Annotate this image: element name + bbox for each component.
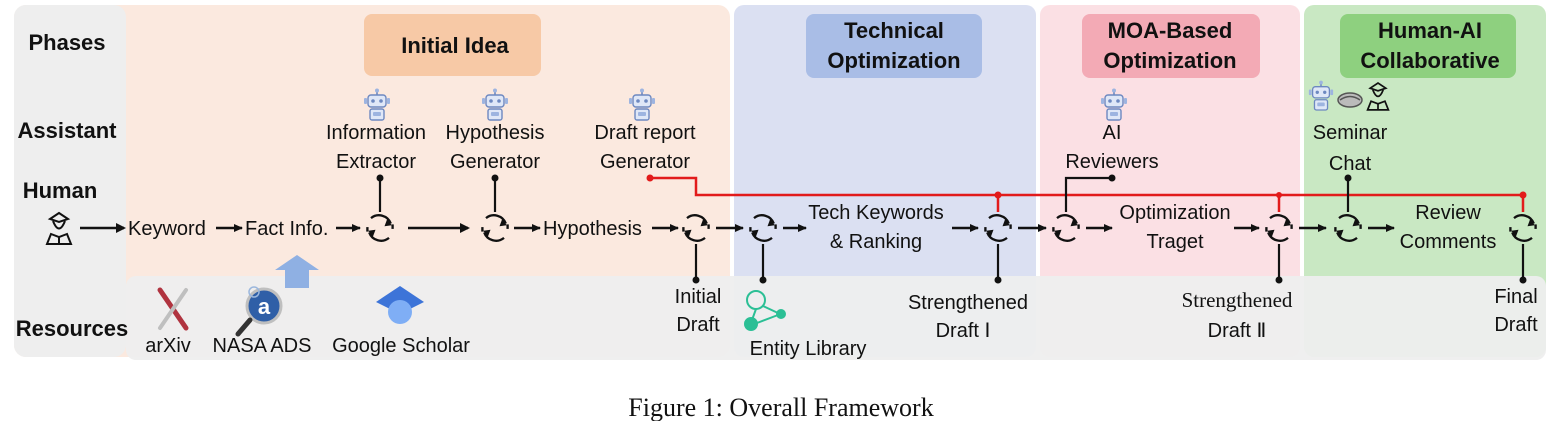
draft-connectors [694,244,1525,280]
draft-initial-2: Draft [676,314,720,336]
figure-caption: Figure 1: Overall Framework [628,393,933,421]
phase-initial-idea-title: Initial Idea [401,33,509,58]
phase-technical-box [806,14,982,78]
connector-dot-draft-1 [994,276,1002,284]
red-dot-draft-2 [1276,192,1282,198]
connector-dot-draft-2 [1275,276,1283,284]
connector-dot-extractor [376,174,384,182]
assistant-seminar-2: Chat [1329,153,1372,175]
red-dot-draft-1 [994,191,1002,199]
draft-strengthened-1-line1: Strengthened [908,292,1028,314]
arxiv-icon [157,287,189,331]
draft-strengthened-1-line2: Draft Ⅰ [936,320,991,342]
up-arrow-icon [275,255,319,288]
draft-final-2: Draft [1494,314,1538,336]
human-ai-panel [1304,5,1546,357]
initial-idea-panel [14,5,730,357]
google-scholar-icon [376,286,424,324]
red-dot-final [1519,191,1527,199]
connector-dot-ai-reviewers [1108,174,1116,182]
phase-human-ai-box [1340,14,1516,78]
red-dot-draft-generator [646,174,654,182]
assistant-draft-gen-2: Generator [600,151,690,173]
draft-final-1: Final [1494,286,1537,308]
draft-initial-1: Initial [675,286,722,308]
phase-human-ai-title-1: Human-AI [1378,18,1482,43]
flow-optimization-target-1: Optimization [1119,202,1230,224]
connector-dot-seminar [1344,174,1352,182]
row-label-assistant: Assistant [17,118,117,143]
phase-human-ai-title-2: Collaborative [1360,48,1499,73]
assistant-hypothesis-gen-2: Generator [450,151,540,173]
flow-tech-keywords-1: Tech Keywords [808,202,944,224]
phase-moa-title-2: Optimization [1103,48,1236,73]
assistant-draft-gen-1: Draft report [594,122,696,144]
resource-arxiv: arXiv [145,335,191,357]
connector-dot-initial-draft [692,276,700,284]
row-label-column [14,5,126,357]
flow-optimization-target-2: Traget [1146,231,1204,253]
assistant-hypothesis-gen-1: Hypothesis [446,122,545,144]
assistant-connectors [378,176,1350,212]
assistant-extractor-1: Information [326,122,426,144]
draft-strengthened-2-line1: Strengthened [1182,288,1293,312]
svg-text:a: a [258,294,271,319]
entity-library-icon [744,290,786,331]
assistant-extractor-2: Extractor [336,151,416,173]
connector-dot-final [1519,276,1527,284]
connector-dot-hypothesis-gen [491,174,499,182]
connector-dot-entity-library [759,276,767,284]
phase-initial-idea-box [364,14,541,76]
resources-band [126,276,1546,360]
assistant-ai-reviewers-1: AI [1103,122,1122,144]
technical-optimization-panel [734,5,1036,357]
resource-nasa-ads: NASA ADS [213,335,312,357]
phase-technical-title-1: Technical [844,18,944,43]
flow-review-comments-1: Review [1415,202,1481,224]
phase-technical-title-2: Optimization [827,48,960,73]
phase-moa-title-1: MOA-Based [1108,18,1233,43]
row-label-human: Human [23,178,98,203]
draft-strengthened-2-line2: Draft Ⅱ [1208,320,1267,342]
flow-review-comments-2: Comments [1400,231,1497,253]
phase-moa-box [1082,14,1260,78]
flow-tech-keywords-2: & Ranking [830,231,922,253]
resource-google-scholar: Google Scholar [332,335,470,357]
row-label-phases: Phases [28,30,105,55]
assistant-seminar-1: Seminar [1313,122,1388,144]
resource-entity-library: Entity Library [750,338,867,360]
flow-keyword: Keyword [128,218,206,240]
nasa-ads-icon: a [235,286,283,337]
moa-optimization-panel [1040,5,1300,357]
flow-fact-info: Fact Info. [245,218,328,240]
assistant-ai-reviewers-2: Reviewers [1065,151,1158,173]
handshake-icon [1337,92,1363,108]
row-label-resources: Resources [16,316,129,341]
flow-hypothesis: Hypothesis [543,218,642,240]
